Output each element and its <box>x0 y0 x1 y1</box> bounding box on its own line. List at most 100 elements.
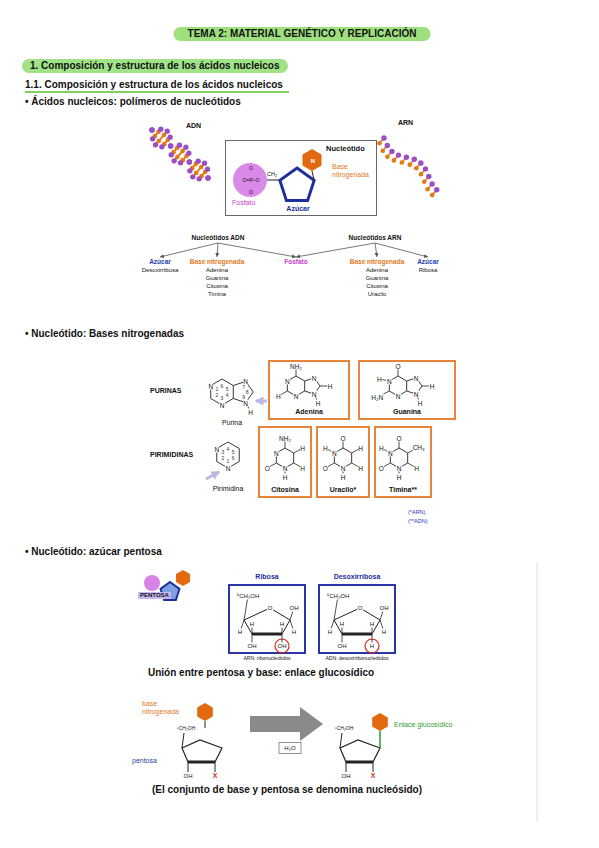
category-heading: Base nitrogenada <box>190 258 245 266</box>
bond <box>244 596 248 620</box>
phosphate-icon <box>144 575 160 591</box>
ring-edge <box>342 633 372 636</box>
group-label: PURINAS <box>150 387 182 395</box>
bond <box>215 762 216 772</box>
position-number: 1 <box>226 457 230 464</box>
atom-label: X <box>213 772 218 780</box>
base-hexagon <box>372 713 388 731</box>
atom-label: N <box>219 402 225 409</box>
base-bead <box>407 162 412 167</box>
glycosidic-bond <box>379 731 381 748</box>
atom-label: OH <box>184 773 193 780</box>
tree-arrow <box>375 243 428 257</box>
molecule-label: ADN <box>186 122 201 130</box>
part-label: CH₂ <box>267 171 277 177</box>
atom-label: N <box>311 374 317 381</box>
atom-label: N <box>282 465 288 472</box>
section-subheading: 1.1. Composición y estructura de los áci… <box>25 79 283 91</box>
base-icon <box>176 570 190 586</box>
part-label: Azúcar <box>286 205 309 213</box>
pointer-arrow <box>206 472 219 479</box>
tree-item: Base nitrogenadaAdenina Guanina Citosina… <box>190 258 245 298</box>
base-bead <box>400 160 405 165</box>
atom-label: OH <box>289 605 299 612</box>
position-number: 6 <box>220 383 224 390</box>
base-bead <box>425 187 430 192</box>
tree-item: Nucleótidos ARN <box>349 234 402 242</box>
position-number: 4 <box>226 446 230 453</box>
atom-label: N <box>386 378 392 385</box>
atom-label: H <box>327 629 332 636</box>
tree-arrow <box>375 243 377 257</box>
footnote: (*ARN) <box>408 509 425 515</box>
atom-label: H <box>429 383 435 390</box>
category-heading: Azúcar <box>142 258 179 266</box>
backbone-bead <box>196 176 201 181</box>
backbone-bead <box>150 136 155 141</box>
part-label: O=P–O <box>243 178 260 184</box>
atom-label: O <box>340 435 346 442</box>
atom-label: N <box>340 465 346 472</box>
bullet-heading: • Ácidos nucleicos: polímeros de nucleót… <box>25 96 241 108</box>
backbone-bead <box>149 127 154 132</box>
tree-arrow <box>296 243 375 257</box>
backbone-bead <box>159 144 164 149</box>
sugar-ring <box>318 572 396 654</box>
bond <box>182 733 184 748</box>
atom-label: OH <box>247 643 257 650</box>
backbone-bead <box>426 174 431 179</box>
atom-label: OH <box>337 643 347 650</box>
atom-label: N <box>396 465 402 472</box>
water-label: H₂O <box>284 745 295 752</box>
tree-arrow <box>217 243 218 257</box>
tree-item: Base nitrogenadaAdenina Guanina Citosina… <box>350 258 405 298</box>
base-bead <box>392 158 397 163</box>
base-bead <box>168 144 173 149</box>
atom-label: O <box>378 465 384 472</box>
pentose-ring <box>340 740 380 762</box>
part-label: Base nitrogenada <box>332 163 369 179</box>
section-heading: 1. Composición y estructura de los ácido… <box>30 60 280 72</box>
backbone-bead <box>381 135 386 140</box>
backbone-bead <box>396 152 401 157</box>
bond <box>334 596 338 620</box>
part-label: O <box>249 166 253 172</box>
backbone-bead <box>195 158 200 163</box>
atom-label: H <box>315 400 321 407</box>
bond <box>188 762 189 772</box>
bond <box>373 762 374 772</box>
atom-label: NH₂ <box>279 435 292 442</box>
base-bead <box>430 193 435 198</box>
structure-name: Pirimidina <box>212 485 244 492</box>
atom-label: OH <box>342 773 351 780</box>
box-caption: ARN: ribonucleótidos <box>244 656 291 662</box>
atom-label: ⁵CH₂OH <box>326 593 349 600</box>
atom-label: OH <box>379 605 389 612</box>
tree-item: Nucleótidos ADN <box>192 234 245 242</box>
sugar-box: Desoxirribosa⁵CH₂OHOOHHHHHOHH <box>318 572 396 654</box>
atom-label: N <box>284 378 290 385</box>
backbone-bead <box>429 181 434 186</box>
category-values: Adenina Guanina Citosina Uracilo <box>366 266 389 298</box>
backbone-bead <box>205 175 210 180</box>
group-label: PIRIMIDINAS <box>150 451 193 459</box>
backbone-bead <box>202 160 207 165</box>
base-bead <box>168 144 173 149</box>
category-values: Adenina Guanina Citosina Timina <box>206 266 229 298</box>
icon-label: PENTOSA <box>138 592 171 599</box>
tree-arrow <box>160 243 218 257</box>
position-number: 8 <box>245 389 249 396</box>
atom-label: H <box>381 629 386 636</box>
atom-label: H <box>358 445 364 452</box>
part-label: N <box>311 158 315 165</box>
atom-label: H <box>369 621 374 628</box>
backbone-bead <box>186 150 191 155</box>
atom-label: H <box>279 621 284 628</box>
base-name: Guanina <box>393 408 421 416</box>
base-bead <box>150 128 155 133</box>
bond <box>312 171 314 180</box>
atom-label: N <box>413 391 419 398</box>
atom-label: H <box>275 393 281 400</box>
margin-line <box>537 562 538 822</box>
